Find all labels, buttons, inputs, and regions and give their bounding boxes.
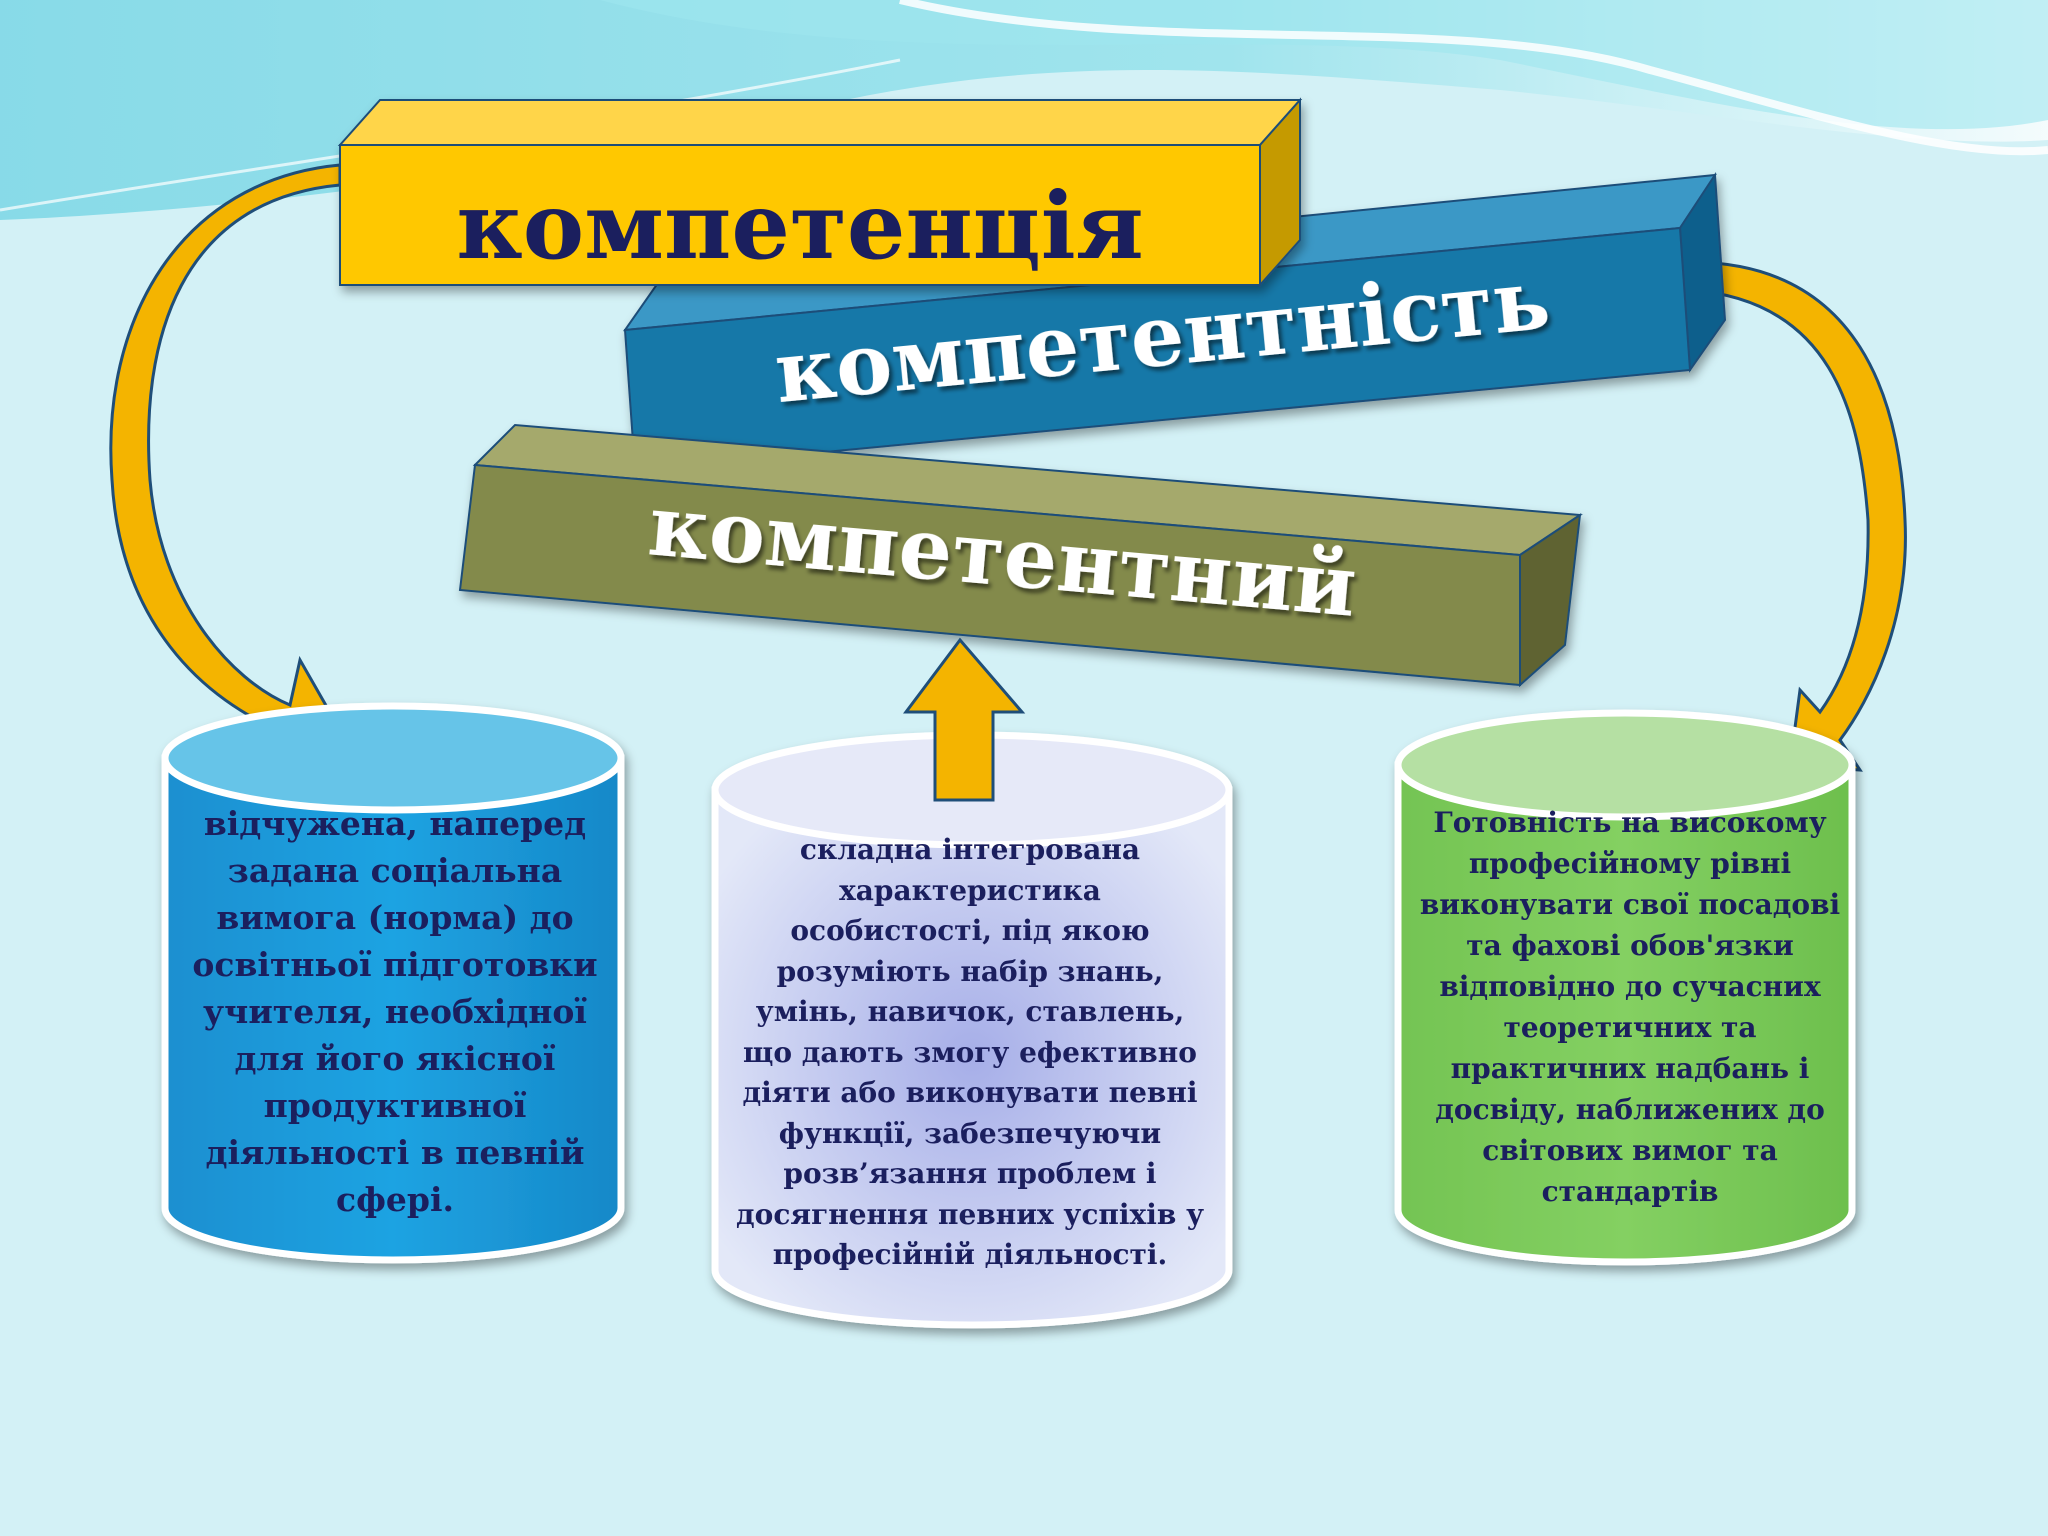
middle-definition: складна інтегрована характеристика особи… — [736, 833, 1204, 1271]
left-cylinder — [161, 702, 625, 1264]
right-cylinder — [1394, 709, 1856, 1266]
left-definition: відчужена, наперед задана соціальна вимо… — [192, 804, 598, 1219]
right-definition: Готовність на високому професійному рівн… — [1419, 806, 1841, 1208]
right-curved-arrow — [1688, 260, 1907, 772]
competence-term: компетенція — [456, 172, 1143, 280]
competent-beam — [458, 423, 1583, 688]
up-arrow — [903, 637, 1026, 802]
left-curved-arrow — [109, 163, 342, 784]
competence-beam — [337, 97, 1303, 288]
